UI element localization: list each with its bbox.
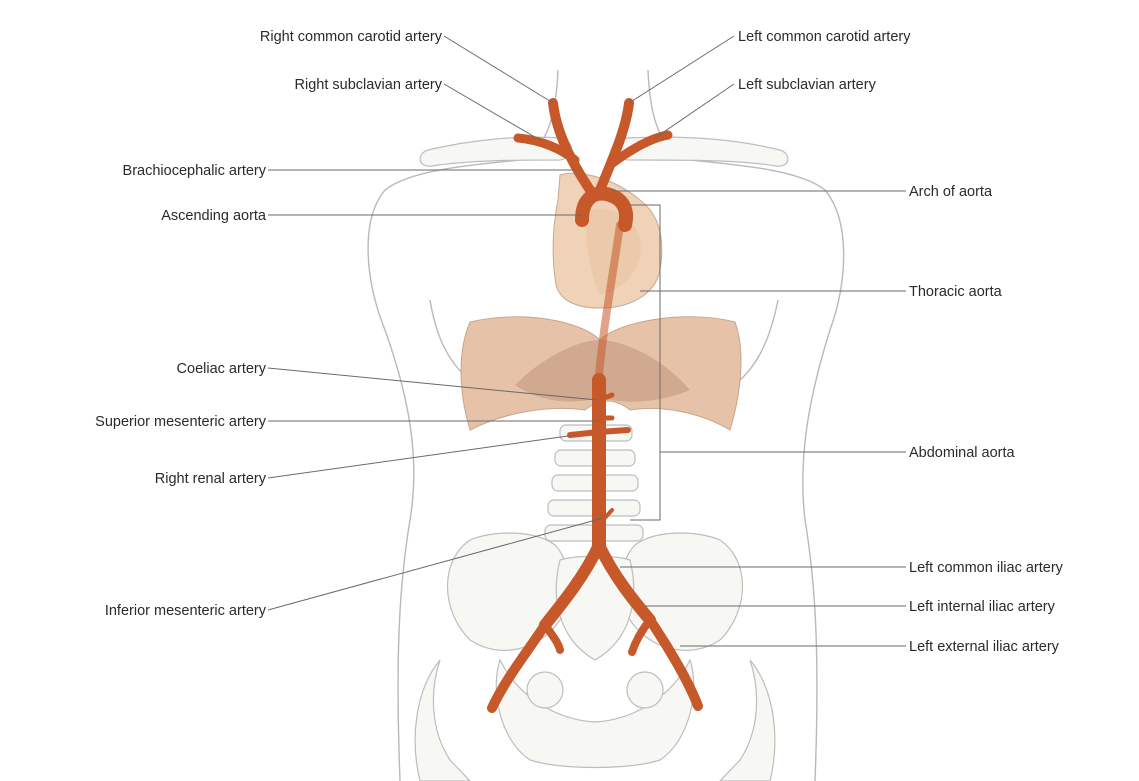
label-coeliac: Coeliac artery	[177, 361, 267, 377]
leader-right-common-carotid	[444, 36, 553, 103]
label-left-internal-iliac: Left internal iliac artery	[909, 599, 1056, 615]
label-inferior-mesenteric: Inferior mesenteric artery	[105, 603, 267, 619]
label-superior-mesenteric: Superior mesenteric artery	[95, 414, 267, 430]
labels-left: Right common carotid artery Right subcla…	[95, 29, 443, 619]
label-thoracic-aorta: Thoracic aorta	[909, 284, 1003, 300]
leader-left-subclavian	[655, 84, 734, 138]
label-abdominal-aorta: Abdominal aorta	[909, 445, 1016, 461]
label-left-external-iliac: Left external iliac artery	[909, 639, 1060, 655]
label-left-common-iliac: Left common iliac artery	[909, 560, 1064, 576]
label-right-renal: Right renal artery	[155, 471, 267, 487]
label-brachiocephalic: Brachiocephalic artery	[123, 163, 267, 179]
pelvis	[415, 533, 775, 781]
leader-right-subclavian	[444, 84, 540, 140]
leader-left-common-carotid	[629, 36, 734, 103]
label-left-common-carotid: Left common carotid artery	[738, 29, 911, 45]
labels-right: Left common carotid artery Left subclavi…	[738, 29, 1064, 655]
leader-right-renal	[268, 436, 568, 478]
label-left-subclavian: Left subclavian artery	[738, 77, 877, 93]
label-right-subclavian: Right subclavian artery	[295, 77, 443, 93]
label-ascending-aorta: Ascending aorta	[161, 208, 267, 224]
label-arch-of-aorta: Arch of aorta	[909, 184, 993, 200]
label-right-common-carotid: Right common carotid artery	[260, 29, 443, 45]
